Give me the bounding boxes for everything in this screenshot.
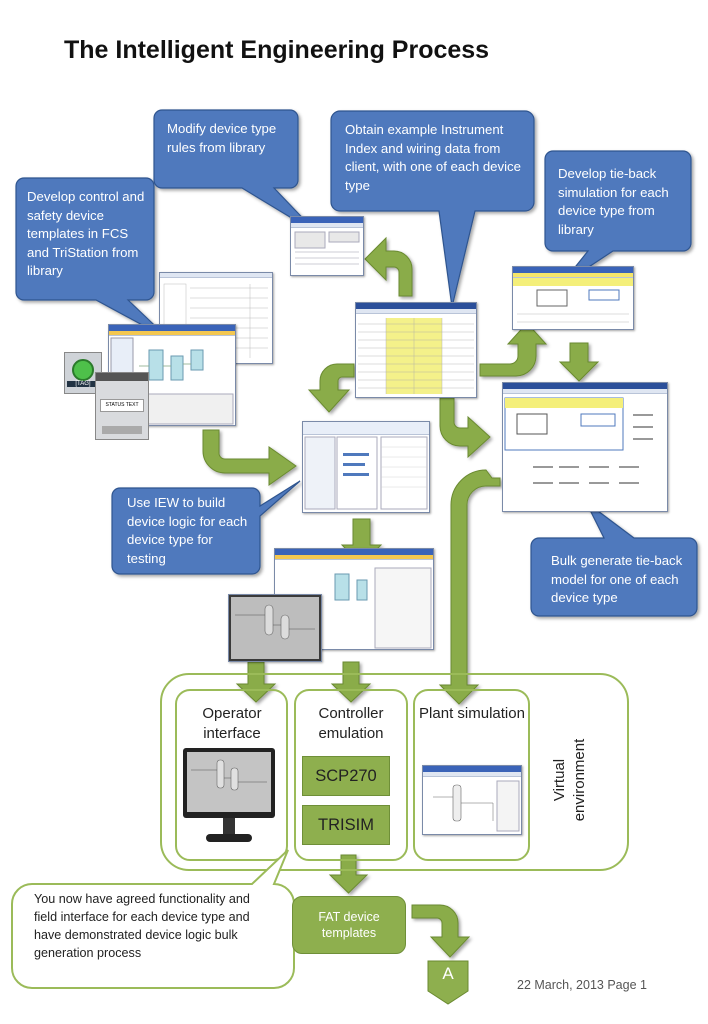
trisim-box: TRISIM — [302, 805, 390, 845]
monitor-icon — [183, 748, 275, 818]
callout-use-iew-bubble — [111, 480, 301, 575]
plant-simulation-label: Plant simulation — [419, 705, 525, 722]
arrow-bulk-to-plant — [438, 469, 501, 705]
arrow-index-to-bulk — [439, 397, 491, 459]
operator-interface-label: Operator interface — [202, 705, 262, 742]
callout-develop-templates: Develop control and safety device templa… — [27, 189, 145, 278]
faceplate-indicator: [TAG] — [64, 352, 102, 394]
callout-obtain-index-bubble — [330, 110, 535, 308]
callout-bulk-generate: Bulk generate tie-back model for one of … — [551, 553, 683, 605]
bulk-model-screenshot — [502, 382, 668, 512]
callout-modify-rules: Modify device type rules from library — [167, 121, 277, 155]
plant-simulation-screenshot — [422, 765, 522, 835]
page-title: The Intelligent Engineering Process — [64, 36, 490, 64]
plant-frame — [413, 689, 530, 861]
arrow-index-to-tieback — [479, 322, 548, 377]
arrow-fat-to-a — [411, 904, 471, 958]
status-light-icon — [72, 359, 94, 381]
callout-modify-rules-bubble — [153, 109, 319, 235]
faceplate-status-text: STATUS TEXT — [100, 399, 144, 412]
arrow-index-to-rules — [364, 236, 413, 297]
controller-emulation-label: Controller emulation — [318, 705, 384, 742]
virtual-environment-label: Virtual environment — [551, 738, 588, 822]
device-rules-screenshot — [290, 216, 364, 276]
callout-develop-tieback: Develop tie-back simulation for each dev… — [558, 166, 669, 237]
callout-obtain-index: Obtain example Instrument Index and wiri… — [345, 122, 521, 193]
fat-templates-box: FAT device templates — [292, 896, 406, 954]
tieback-library-screenshot — [512, 266, 634, 330]
controller-frame — [294, 689, 408, 861]
arrow-to-controller — [330, 661, 372, 703]
connector-a-label: A — [442, 964, 454, 983]
scp270-box: SCP270 — [302, 756, 390, 796]
connector-a-shape — [427, 960, 469, 1005]
arrow-tieback-to-bulk — [558, 342, 600, 382]
operator-graphic-screenshot — [228, 594, 322, 662]
arrow-controller-to-fat — [328, 854, 369, 894]
callout-bulk-generate-bubble — [530, 501, 698, 617]
callout-use-iew: Use IEW to build device logic for each d… — [127, 495, 248, 566]
faceplate-panel: STATUS TEXT — [95, 372, 149, 440]
iew-screenshot — [302, 421, 430, 513]
arrow-templates-to-iew — [202, 429, 297, 486]
operator-frame — [175, 689, 288, 861]
completion-note: You now have agreed functionality and fi… — [34, 892, 250, 960]
instrument-index-screenshot — [355, 302, 477, 398]
arrow-index-to-iew — [307, 363, 355, 413]
callout-develop-templates-bubble — [15, 177, 171, 341]
page-footer: 22 March, 2013 Page 1 — [517, 978, 647, 992]
note-callout-bubble — [30, 850, 288, 883]
faceplate-tag: [TAG] — [67, 381, 99, 387]
monitor-stand — [223, 818, 235, 836]
virtual-environment-frame — [160, 673, 629, 871]
arrow-to-operator — [235, 661, 277, 703]
monitor-base — [206, 834, 252, 842]
